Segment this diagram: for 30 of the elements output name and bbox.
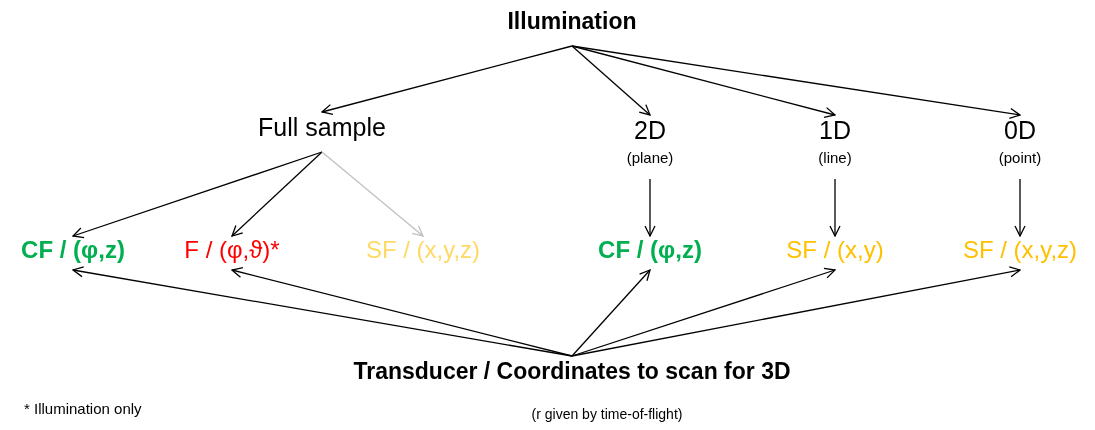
arrow: [231, 266, 573, 357]
node-label: 0D: [1004, 115, 1036, 145]
node-label: CF / (φ,z): [21, 236, 125, 265]
arrow: [571, 45, 651, 116]
node-label: 2D: [634, 115, 666, 145]
node-label: Full sample: [258, 112, 386, 142]
node-label: Transducer / Coordinates to scan for 3D: [353, 358, 791, 386]
node-label: Illumination: [507, 8, 637, 36]
node-label: SF / (x,y): [786, 236, 884, 265]
arrow: [72, 151, 323, 239]
sub-caption: (line): [818, 149, 852, 167]
arrow: [571, 267, 836, 357]
node-label: SF / (x,y,z): [365, 236, 481, 265]
arrow: [321, 151, 424, 237]
node-label: SF / (x,y,z): [962, 236, 1078, 265]
arrow: [571, 45, 1021, 120]
arrow: [231, 151, 323, 237]
sub-caption: (plane): [626, 149, 674, 167]
node-label: CF / (φ,z): [598, 236, 702, 265]
node-label: 1D: [819, 115, 851, 145]
arrow: [571, 269, 651, 357]
note: (r given by time-of-flight): [531, 406, 683, 422]
sub-caption: (point): [998, 149, 1042, 167]
arrow: [1014, 178, 1026, 237]
arrow: [321, 45, 573, 115]
footnote: * Illumination only: [24, 400, 142, 417]
arrow: [571, 266, 1021, 357]
arrow: [829, 178, 841, 237]
arrow: [644, 178, 656, 237]
node-label: F / (φ,ϑ)*: [184, 236, 280, 265]
